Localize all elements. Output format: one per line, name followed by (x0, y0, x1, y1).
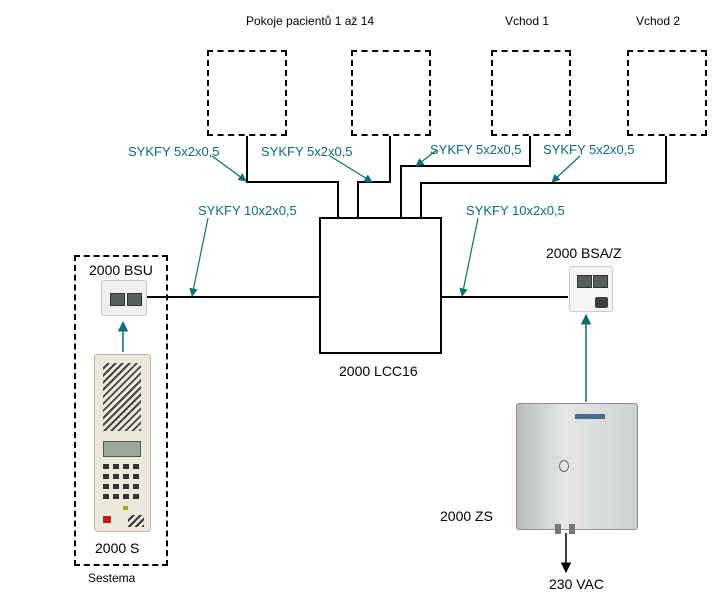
cable-line-entrance2 (420, 136, 667, 218)
power-supply-cabinet-icon (516, 403, 638, 534)
cable-label-5: SYKFY 10x2x0,5 (198, 203, 297, 218)
label-sestema: Sestema (88, 571, 136, 585)
lcc16-box (319, 217, 442, 354)
cable-line-entrance1 (400, 136, 531, 218)
label-zs: 2000 ZS (440, 508, 493, 524)
label-entrance-2: Vchod 2 (636, 14, 681, 28)
pointer-c3 (415, 149, 438, 167)
entrance-box-2 (627, 50, 707, 136)
pointer-c2 (329, 155, 373, 183)
label-2000-s: 2000 S (95, 540, 140, 556)
label-230-vac: 230 VAC (549, 576, 604, 592)
room-box-14 (351, 50, 431, 136)
label-bsa: 2000 BSA/Z (546, 245, 622, 261)
cable-line-room2 (357, 136, 391, 218)
bsu-socket-icon (101, 280, 147, 316)
pointer-c1 (211, 155, 247, 182)
intercom-unit-icon (94, 354, 151, 532)
cable-label-4: SYKFY 5x2x0,5 (543, 142, 635, 157)
sestema-box (74, 255, 168, 566)
pointer-c5 (189, 217, 209, 297)
label-lcc16: 2000 LCC16 (339, 363, 418, 379)
entrance-box-1 (491, 50, 571, 136)
cable-label-2: SYKFY 5x2x0,5 (261, 144, 353, 159)
label-rooms: Pokoje pacientů 1 až 14 (246, 14, 375, 28)
cable-label-6: SYKFY 10x2x0,5 (466, 203, 565, 218)
cable-line-room1 (246, 136, 339, 218)
pointer-c4 (551, 155, 581, 183)
label-bsu: 2000 BSU (89, 262, 153, 278)
room-box-1 (207, 50, 287, 136)
cable-label-3: SYKFY 5x2x0,5 (430, 142, 522, 157)
cable-label-1: SYKFY 5x2x0,5 (128, 144, 220, 159)
pointer-c6 (459, 217, 479, 297)
label-entrance-1: Vchod 1 (505, 14, 550, 28)
bsa-socket-icon (569, 266, 613, 312)
